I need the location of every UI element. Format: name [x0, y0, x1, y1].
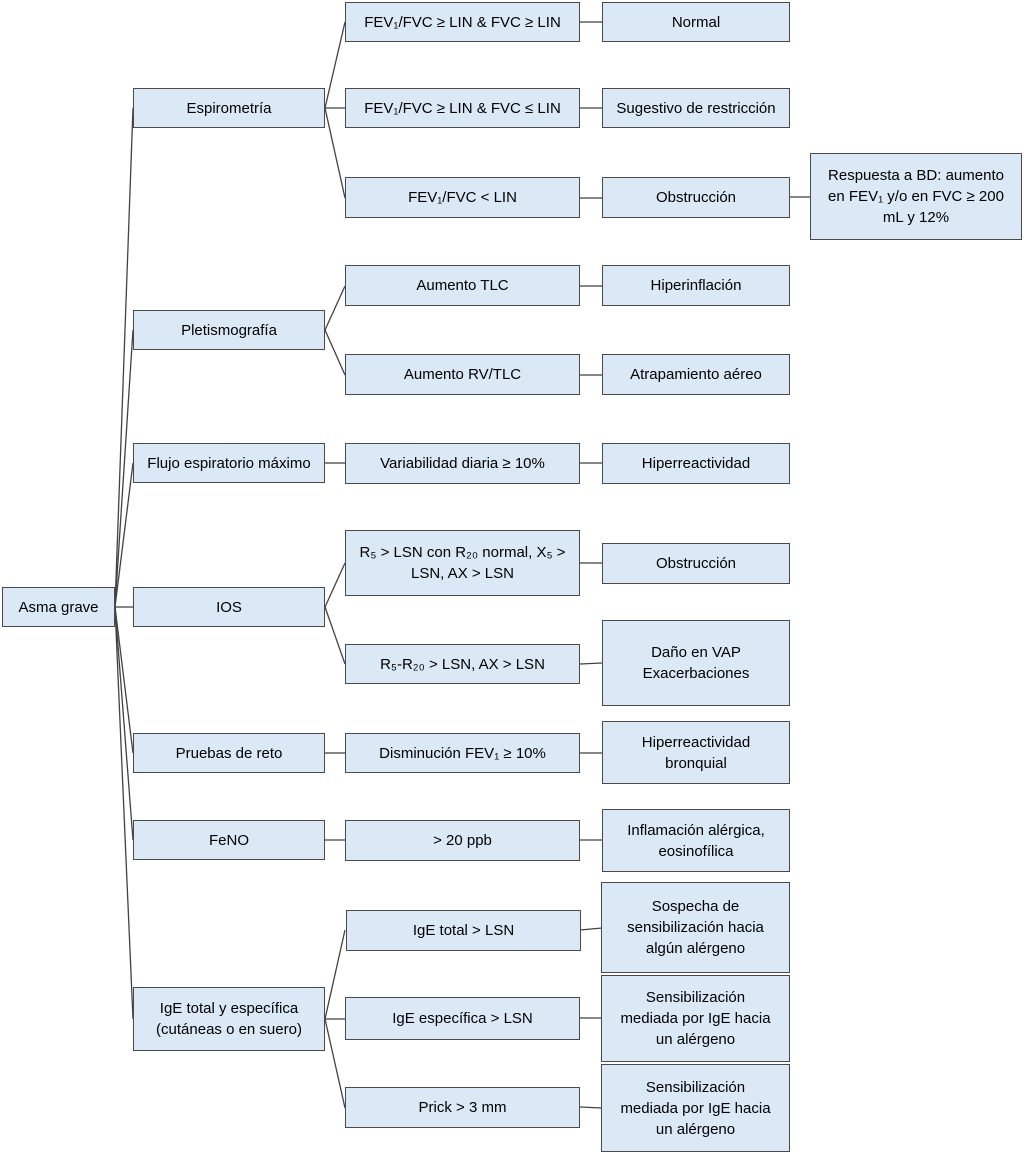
node-label: Flujo espiratorio máximo [147, 454, 311, 472]
node-res-atrapamiento-aereo: Atrapamiento aéreo [602, 354, 790, 395]
node-res-hiperreactividad-bronquial: Hiperreactividad bronquial [602, 721, 790, 784]
node-feno: FeNO [133, 820, 325, 860]
node-crit-fev1-fvc-obstruccion: FEV₁/FVC < LIN [345, 177, 580, 218]
node-res-sugestivo-de-restriccion: Sugestivo de restricción [602, 88, 790, 128]
node-label: FEV₁/FVC ≥ LIN & FVC ≥ LIN [364, 13, 561, 31]
node-crit-variabilidad-diaria: Variabilidad diaria ≥ 10% [345, 443, 580, 484]
node-res-respuesta-bd: Respuesta a BD: aumento en FEV₁ y/o en F… [810, 153, 1022, 240]
node-crit-ige-especifica: IgE específica > LSN [345, 997, 580, 1040]
node-label: FEV₁/FVC ≥ LIN & FVC ≤ LIN [364, 99, 561, 117]
connector-line [114, 329, 134, 608]
node-asma-grave: Asma grave [2, 587, 115, 627]
node-label: Aumento TLC [416, 277, 509, 294]
node-label: Disminución FEV₁ ≥ 10% [379, 744, 546, 762]
node-crit-fev1-fvc-restriccion: FEV₁/FVC ≥ LIN & FVC ≤ LIN [345, 88, 580, 128]
node-res-sensibilizacion-ige-1: Sensibilización mediada por IgE hacia un… [601, 975, 790, 1062]
connector-line [114, 606, 134, 754]
node-label: Sensibilización mediada por IgE hacia un… [620, 989, 771, 1048]
node-label: Sugestivo de restricción [616, 99, 776, 117]
node-label: Normal [671, 13, 721, 31]
node-res-sensibilizacion-ige-2: Sensibilización mediada por IgE hacia un… [601, 1064, 790, 1152]
node-label: IgE total y específica (cutáneas o en su… [156, 1000, 302, 1038]
node-crit-r5-lsn: R₅ > LSN con R₂₀ normal, X₅ > LSN, AX > … [345, 530, 580, 596]
node-label: Prick > 3 mm [418, 1099, 507, 1116]
connector-line [324, 562, 346, 608]
connector-line [579, 662, 603, 665]
node-label: Inflamación alérgica, eosinofílica [627, 821, 765, 860]
node-crit-fev1-fvc-normal: FEV₁/FVC ≥ LIN & FVC ≥ LIN [345, 2, 580, 42]
node-label: Pletismografía [181, 321, 277, 339]
node-flujo-espiratorio-maximo: Flujo espiratorio máximo [133, 443, 325, 483]
node-label: IOS [216, 598, 242, 616]
node-label: Obstrucción [655, 189, 737, 206]
node-label: Variabilidad diaria ≥ 10% [380, 455, 545, 472]
connector-line [579, 1106, 603, 1109]
node-label: Espirometría [186, 99, 272, 117]
node-label: > 20 ppb [433, 832, 492, 849]
node-pletismografia: Pletismografía [133, 310, 325, 350]
node-crit-ige-total: IgE total > LSN [346, 910, 581, 951]
node-ios: IOS [133, 587, 325, 627]
node-espirometria: Espirometría [133, 88, 325, 128]
node-res-sospecha-sensibilizacion: Sospecha de sensibilización hacia algún … [601, 882, 790, 973]
node-ige-total-y-especifica: IgE total y específica (cutáneas o en su… [133, 987, 325, 1051]
node-res-obstruccion-2: Obstrucción [602, 543, 790, 584]
node-label: Daño en VAP Exacerbaciones [642, 644, 750, 682]
node-crit-aumento-rv-tlc: Aumento RV/TLC [345, 354, 580, 395]
node-label: Sensibilización mediada por IgE hacia un… [620, 1078, 771, 1138]
node-label: Obstrucción [655, 555, 737, 572]
connector-line [114, 462, 134, 608]
connector-line [324, 1018, 346, 1109]
node-label: Pruebas de reto [175, 744, 283, 762]
node-label: R₅-R₂₀ > LSN, AX > LSN [380, 655, 545, 673]
connector-line [114, 606, 134, 1020]
node-label: Atrapamiento aéreo [630, 366, 762, 383]
node-label: FeNO [208, 831, 249, 849]
node-crit-r5-r20: R₅-R₂₀ > LSN, AX > LSN [345, 644, 580, 684]
node-res-dano-en-vap: Daño en VAP Exacerbaciones [602, 620, 790, 706]
node-res-hiperinflacion: Hiperinflación [602, 265, 790, 306]
connector-line [324, 606, 346, 665]
node-label: Asma grave [18, 598, 99, 616]
connector-line [114, 107, 134, 608]
connector-line [324, 21, 346, 109]
node-label: Hiperreactividad bronquial [641, 733, 751, 772]
node-label: Aumento RV/TLC [403, 366, 522, 383]
node-pruebas-de-reto: Pruebas de reto [133, 733, 325, 773]
node-label: Respuesta a BD: aumento en FEV₁ y/o en F… [828, 167, 1004, 226]
node-crit-prick: Prick > 3 mm [345, 1087, 580, 1128]
node-res-normal: Normal [602, 2, 790, 42]
node-res-hiperreactividad: Hiperreactividad [602, 443, 790, 484]
node-label: Hiperreactividad [641, 455, 751, 472]
node-crit-20-ppb: > 20 ppb [345, 820, 580, 861]
node-label: IgE total > LSN [412, 922, 515, 939]
node-crit-disminucion-fev1: Disminución FEV₁ ≥ 10% [345, 733, 580, 773]
node-label: R₅ > LSN con R₂₀ normal, X₅ > LSN, AX > … [359, 544, 566, 582]
node-label: Sospecha de sensibilización hacia algún … [627, 898, 764, 957]
connector-line [324, 929, 346, 1020]
node-res-inflamacion-alergica: Inflamación alérgica, eosinofílica [602, 809, 790, 872]
connector-line [579, 927, 603, 931]
connector-line [114, 606, 134, 841]
node-label: Hiperinflación [650, 277, 742, 294]
connector-line [324, 285, 346, 331]
node-label: FEV₁/FVC < LIN [408, 189, 517, 206]
node-res-obstruccion-1: Obstrucción [602, 177, 790, 218]
node-label: IgE específica > LSN [392, 1010, 533, 1027]
connector-line [324, 107, 346, 199]
node-crit-aumento-tlc: Aumento TLC [345, 265, 580, 306]
connector-line [324, 329, 346, 376]
